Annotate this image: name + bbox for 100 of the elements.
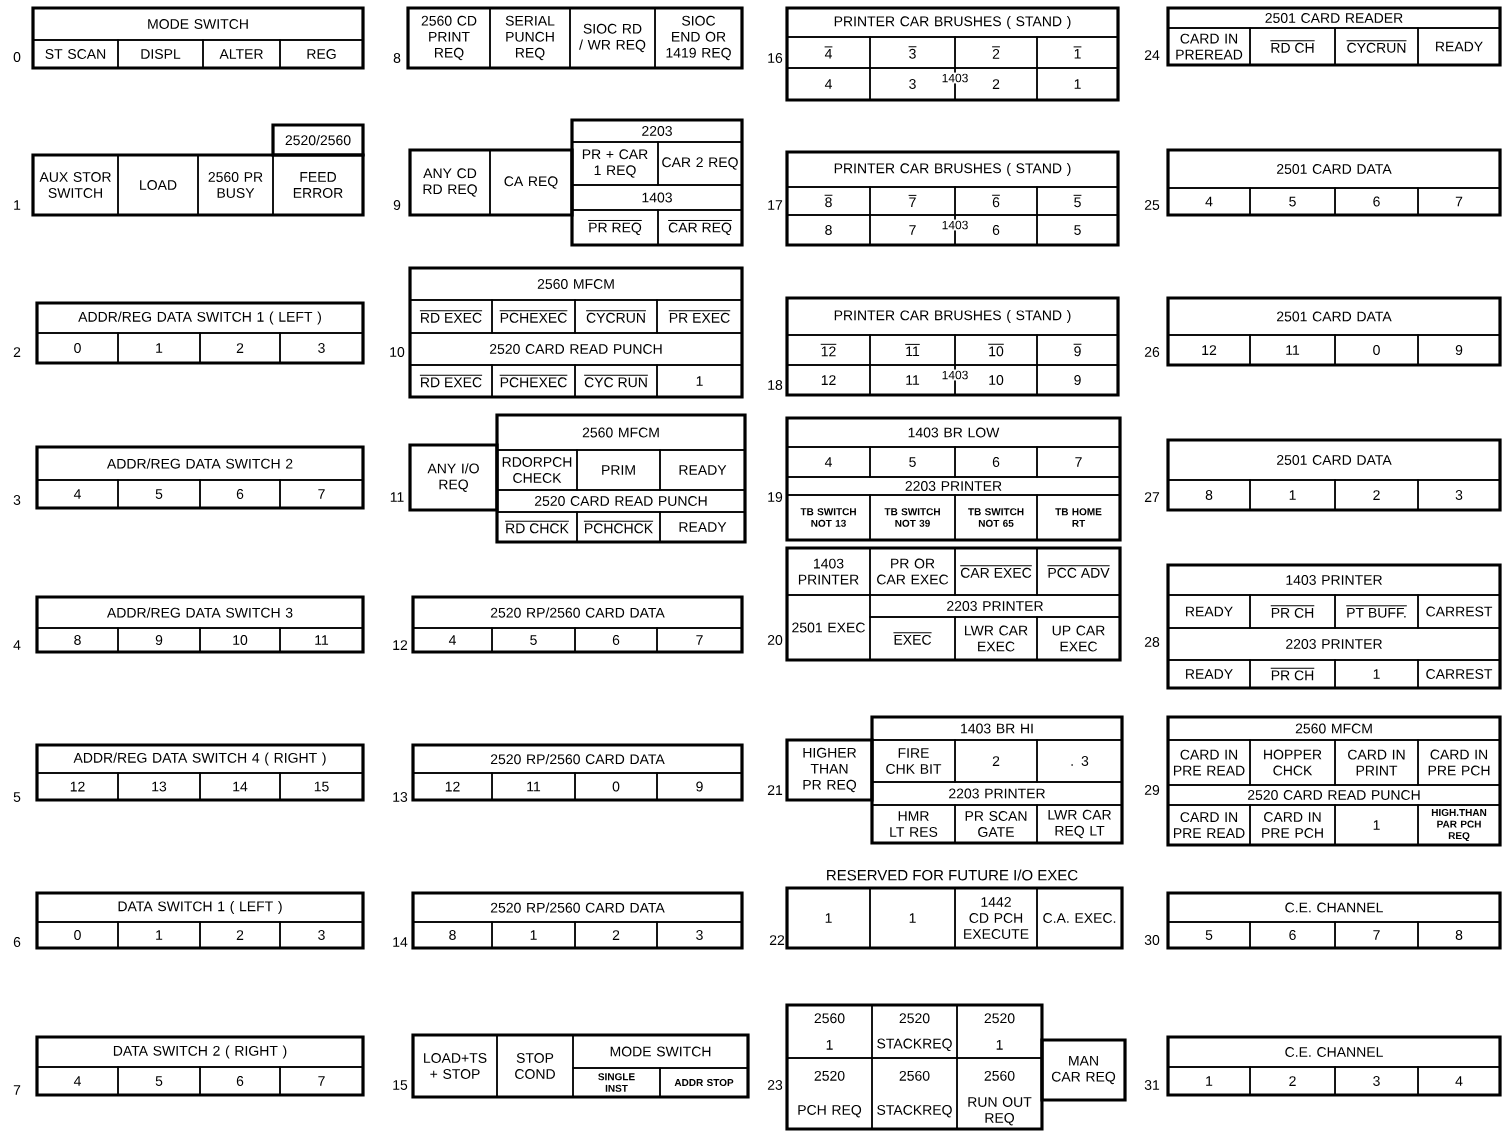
cell-label: 1403 BR LOW — [908, 427, 1000, 438]
cell-label: 2520/2560 — [285, 134, 351, 146]
cell-label: READY — [1186, 606, 1233, 617]
cell-label: 7 — [1373, 930, 1380, 940]
cell-label: 4 — [824, 79, 832, 89]
cell-label: 5 — [1205, 930, 1213, 940]
cell-label: 8 — [1455, 930, 1463, 940]
cell-label: 1 — [825, 913, 832, 923]
cell-label: ST SCAN — [45, 49, 106, 59]
cell-label: 9 — [696, 781, 703, 792]
cell-label: 5 — [530, 635, 537, 645]
cell-label: 2520 RP/2560 CARD DATA — [490, 753, 665, 765]
cell-label: 12 — [820, 343, 837, 357]
panel-number: 24 — [1144, 50, 1160, 60]
cell-label: C.E. CHANNEL — [1285, 1047, 1383, 1057]
cell-label: CYCRUN — [1346, 40, 1407, 53]
cell-label: CARREST — [1426, 606, 1493, 617]
cell-label: 2 — [992, 79, 1000, 89]
panel-number: 27 — [1144, 492, 1160, 502]
cell-label: 1 — [156, 343, 163, 353]
cell-label: TB SWITCH NOT 39 — [884, 508, 940, 527]
cell-label: 2520 CARD READ PUNCH — [489, 344, 662, 354]
cell-label: 3 — [318, 343, 325, 353]
cell-label: PRINTER CAR BRUSHES ( STAND ) — [834, 163, 1071, 176]
cell-label: 11 — [904, 343, 921, 357]
cell-label: PCHEXEC — [499, 310, 568, 323]
cell-label: RD EXEC — [419, 374, 483, 388]
panel-number: 12 — [393, 640, 408, 650]
cell-label: 12 — [70, 781, 85, 792]
cell-label: PCC ADV — [1046, 565, 1111, 578]
cell-label: 5 — [1073, 194, 1082, 208]
cell-label: READY — [1186, 669, 1233, 679]
cell-label: UP CAR EXEC — [1052, 625, 1105, 652]
cell-label: 9 — [1073, 343, 1082, 357]
panel-heading: RESERVED FOR FUTURE I/O EXEC — [827, 869, 1078, 881]
cell-label: 9 — [1074, 375, 1081, 385]
panel-number: 6 — [13, 937, 21, 947]
cell-label: 12 — [1202, 345, 1217, 355]
cell-label: 8 — [1205, 490, 1213, 500]
panel-number: 10 — [390, 347, 405, 357]
cell-label: 6 — [992, 457, 1000, 467]
cell-label: PR + CAR 1 REQ — [582, 149, 648, 178]
cell-label: 2203 PRINTER — [905, 481, 1002, 491]
cell-label: HOPPER CHCK — [1264, 749, 1322, 776]
cell-label: 2520 RP/2560 CARD DATA — [490, 902, 665, 913]
cell-label: DATA SWITCH 2 ( RIGHT ) — [113, 1045, 287, 1059]
cell-label: 3 — [1373, 1076, 1380, 1086]
cell-label: HIGH.THAN PAR PCH REQ — [1431, 808, 1487, 842]
cell-label: 1403 PRINTER — [798, 558, 859, 585]
cell-label: 14 — [233, 781, 248, 792]
cell-label: CARD IN PRE READ — [1174, 749, 1245, 776]
cell-label: 0 — [74, 930, 81, 940]
cell-label: 2 — [612, 930, 620, 940]
cell-label: CARD IN PREREAD — [1176, 33, 1243, 60]
cell-label: TB SWITCH NOT 65 — [968, 508, 1024, 527]
cell-label: PT BUFF. — [1345, 605, 1408, 618]
cell-label: MAN CAR REQ — [1051, 1055, 1116, 1085]
cell-label: 15 — [314, 781, 329, 792]
cell-label: 6 — [991, 194, 1001, 208]
cell-label: 11 — [906, 375, 920, 385]
cell-label: CYC RUN — [583, 374, 649, 388]
cell-label: 7 — [1455, 196, 1463, 207]
cell-label: SIOC END OR 1419 REQ — [666, 15, 731, 61]
panel-number: 7 — [13, 1085, 21, 1095]
cell-label: 8 — [824, 194, 833, 208]
cell-label: CAR REQ — [667, 220, 733, 235]
panel-number: 26 — [1144, 347, 1160, 357]
cell-label: 1403 PRINTER — [1286, 575, 1382, 585]
cell-label: 7 — [909, 225, 916, 235]
cell-label: CARD IN PRE PCH — [1262, 812, 1323, 838]
cell-label: 9 — [1455, 345, 1463, 355]
cell-label: 8 — [74, 635, 81, 645]
cell-label: PR REQ — [587, 220, 643, 235]
cell-label: 4 — [1455, 1076, 1463, 1086]
cell-label: PR CH — [1270, 667, 1315, 681]
cell-label: C.A. EXEC. — [1043, 913, 1116, 923]
cell-label: 4 — [824, 46, 833, 59]
cell-label: 4 — [73, 1076, 81, 1086]
cell-label: 7 — [696, 635, 703, 645]
panel-number: 23 — [767, 1080, 783, 1090]
cell-label: SERIAL PUNCH REQ — [505, 15, 555, 61]
cell-label: 0 — [74, 343, 81, 353]
cell-label: 3 — [696, 930, 703, 940]
cell-label: EXEC — [892, 632, 933, 645]
cell-label: 1442 CD PCH EXECUTE — [964, 897, 1029, 939]
cell-label: 2203 PRINTER — [1286, 639, 1382, 649]
cell-label: 5 — [155, 1076, 163, 1086]
cell-label: 2560 CD PRINT REQ — [421, 15, 477, 61]
cell-label: 1403 — [642, 192, 672, 203]
panel-number: 4 — [13, 640, 21, 650]
cell-label: 2501 CARD READER — [1265, 13, 1403, 23]
cell-label: 8 — [825, 225, 832, 235]
cell-label: RD EXEC — [419, 310, 483, 323]
cell-label: 6 — [236, 1076, 244, 1086]
cell-label: 2 — [991, 46, 1001, 59]
cell-label: SIOC RD / WR REQ — [579, 23, 646, 53]
cell-label: 7 — [908, 194, 917, 208]
cell-label: 7 — [318, 1076, 325, 1086]
cell-label: 5 — [909, 457, 916, 467]
panel-number: 18 — [768, 380, 783, 390]
